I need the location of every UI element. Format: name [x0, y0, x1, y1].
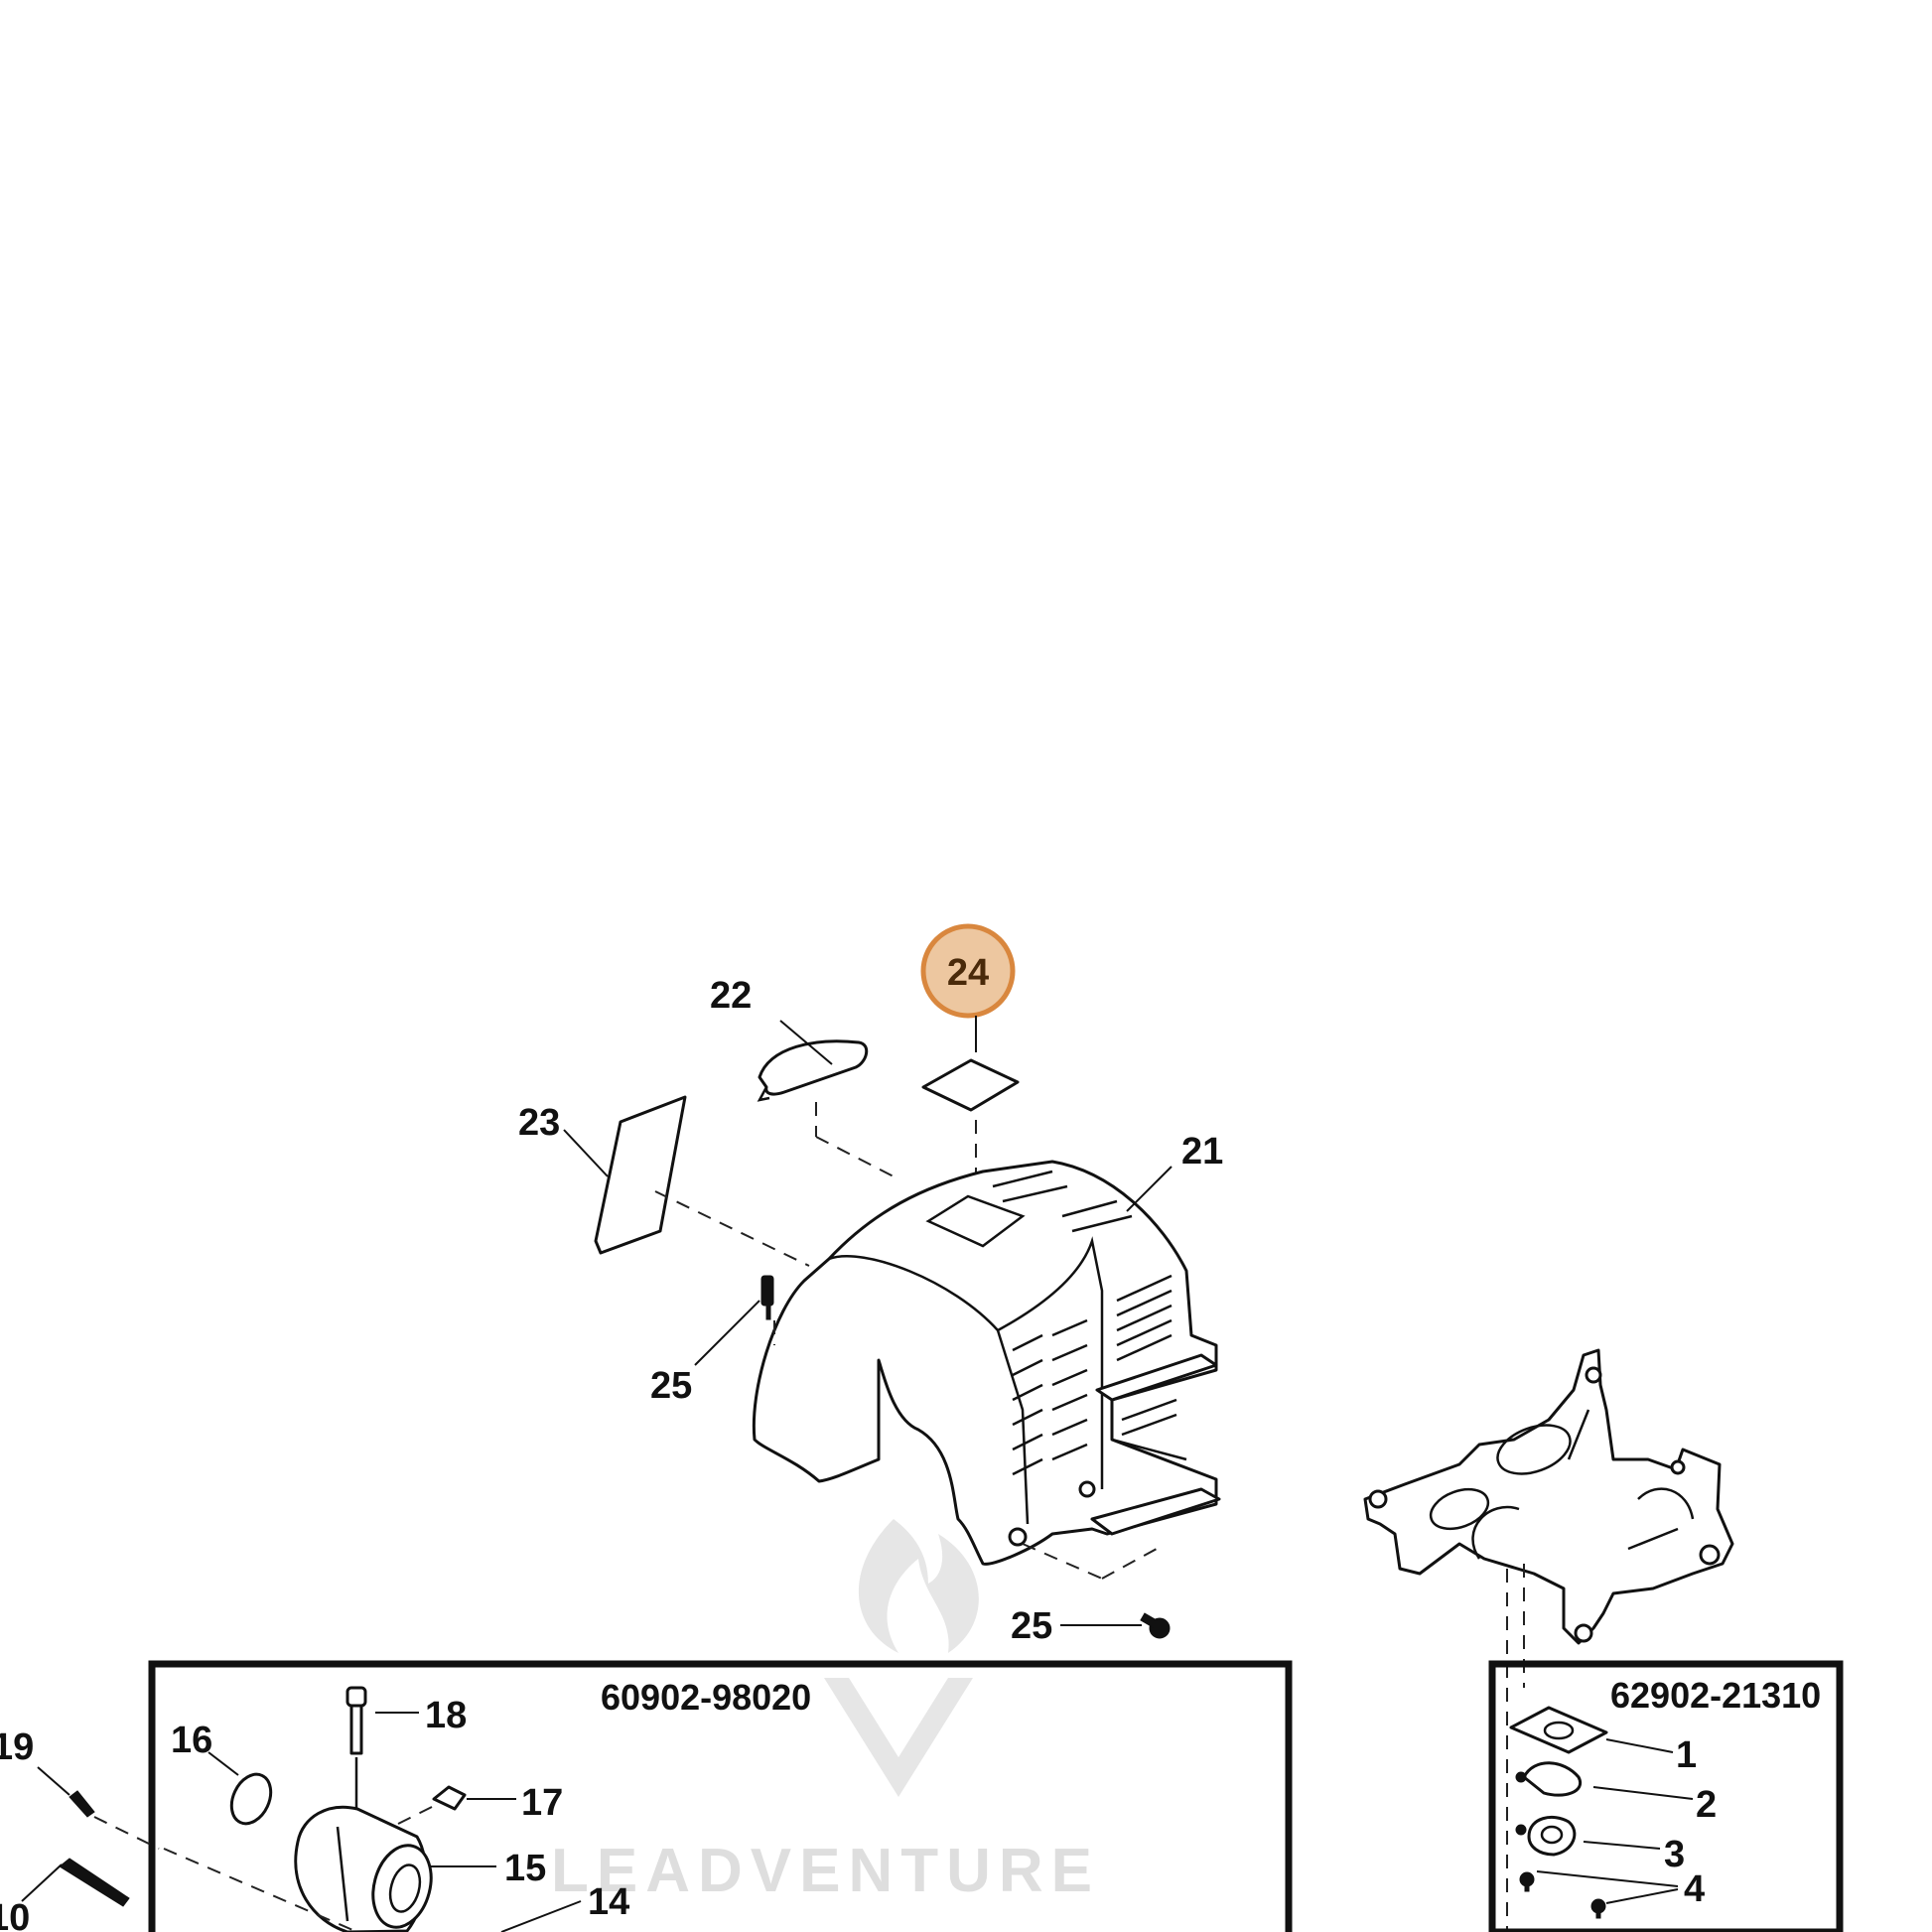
cylinder-cover-part[interactable] [752, 1160, 1221, 1566]
leader-14 [500, 1900, 582, 1932]
valve-plate-part[interactable] [1515, 1816, 1577, 1857]
callout-18[interactable]: 18 [425, 1695, 467, 1736]
leader-22 [779, 1020, 833, 1065]
kit-screws-part[interactable] [1519, 1871, 1606, 1919]
callout-2[interactable]: 2 [1696, 1784, 1717, 1826]
screw-lower-part[interactable] [1140, 1612, 1171, 1639]
o-ring-part[interactable] [224, 1768, 279, 1830]
callout-25-upper[interactable]: 25 [650, 1365, 692, 1407]
leader-3 [1583, 1841, 1661, 1850]
highlight-marker[interactable]: 24 [920, 923, 1016, 1019]
kit-box-right: 62902-21310 [1488, 1660, 1844, 1932]
leader-25-upper [694, 1300, 760, 1366]
watermark-text: LEADVENTURE [551, 1837, 1100, 1905]
callout-10[interactable]: 10 [0, 1897, 30, 1932]
kit-number-left: 60902-98020 [601, 1677, 811, 1718]
callout-25-lower[interactable]: 25 [1011, 1605, 1052, 1647]
kit-box-left: 60902-98020 [148, 1660, 1293, 1932]
callout-15[interactable]: 15 [504, 1848, 546, 1889]
leader-21 [1126, 1166, 1173, 1212]
callout-16[interactable]: 16 [171, 1720, 212, 1761]
bolt-part[interactable] [345, 1686, 367, 1755]
highlight-label: 24 [947, 952, 989, 994]
leader-4b [1605, 1888, 1679, 1904]
leader-23 [563, 1129, 609, 1177]
callout-3[interactable]: 3 [1664, 1834, 1685, 1875]
callout-1[interactable]: 1 [1676, 1734, 1697, 1776]
callout-17[interactable]: 17 [521, 1782, 563, 1824]
callout-14[interactable]: 14 [588, 1881, 629, 1923]
leader-1 [1605, 1738, 1674, 1753]
flame-logo-icon [824, 1519, 979, 1797]
filter-pad-part[interactable] [921, 1058, 1020, 1112]
leader-4a [1536, 1870, 1679, 1887]
cover-cap-part[interactable] [757, 1039, 869, 1102]
kit-number-right: 62902-21310 [1610, 1675, 1821, 1716]
coupling-part[interactable] [294, 1805, 440, 1932]
callout-23[interactable]: 23 [518, 1102, 560, 1144]
small-screw-part[interactable] [69, 1790, 95, 1818]
screw-upper-part[interactable] [760, 1275, 774, 1320]
callout-22[interactable]: 22 [710, 975, 752, 1017]
gasket-part[interactable] [1509, 1706, 1608, 1754]
callout-19[interactable]: 19 [0, 1726, 34, 1768]
leader-19 [37, 1766, 70, 1796]
clip-part[interactable] [432, 1785, 467, 1811]
callout-21[interactable]: 21 [1181, 1131, 1223, 1173]
leader-16 [207, 1751, 239, 1776]
long-screw-part[interactable] [59, 1858, 130, 1907]
callout-4[interactable]: 4 [1684, 1868, 1705, 1910]
side-panel-part[interactable] [594, 1095, 687, 1255]
watermark: LEADVENTURE [551, 1519, 1100, 1905]
leader-10 [21, 1863, 63, 1902]
diaphragm-part[interactable] [1515, 1761, 1583, 1797]
crankcase-part[interactable] [1363, 1348, 1734, 1645]
leader-2 [1592, 1786, 1694, 1800]
